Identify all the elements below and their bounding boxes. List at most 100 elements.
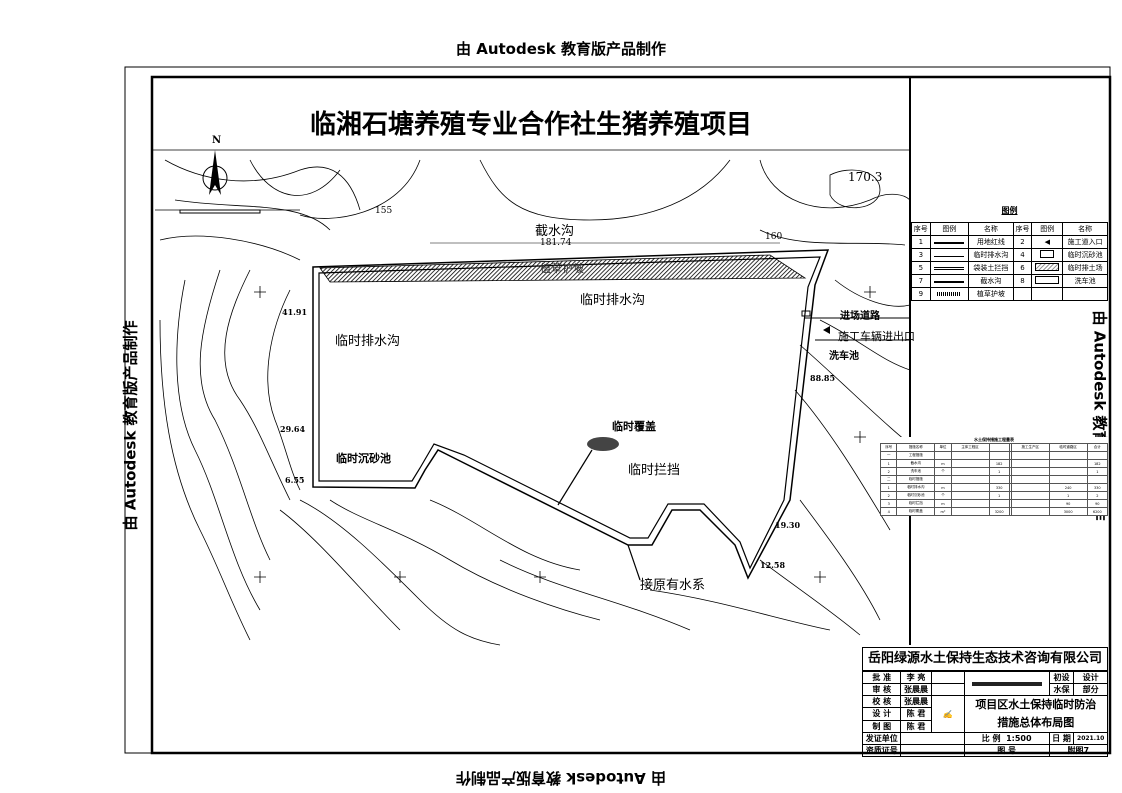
legend-name: 洗车池 bbox=[1062, 274, 1108, 288]
table-cell bbox=[1010, 507, 1050, 516]
table-cell: 3 bbox=[879, 499, 898, 508]
table-cell: 90 bbox=[1048, 499, 1088, 508]
table-cell bbox=[988, 475, 1010, 484]
role: 校 核 bbox=[861, 694, 902, 709]
table-cell bbox=[950, 475, 990, 484]
label-temp-block: 临时拦挡 bbox=[628, 463, 681, 478]
role: 设 计 bbox=[861, 707, 902, 721]
table-cell: 2 bbox=[879, 491, 898, 500]
legend-name: 临时排水沟 bbox=[968, 248, 1014, 262]
table-cell: m bbox=[934, 483, 952, 492]
table-cell bbox=[988, 443, 1010, 452]
role: 制 图 bbox=[861, 719, 902, 734]
drawing-no-value: 附图7 bbox=[1048, 744, 1109, 757]
table-cell: 临时措施 bbox=[896, 475, 936, 484]
table-cell: 临时覆盖 bbox=[896, 507, 936, 516]
legend-num: 3 bbox=[911, 248, 931, 262]
label-len-left-mid: 29.64 bbox=[280, 424, 306, 434]
table-cell: 90 bbox=[1086, 499, 1109, 508]
drain-symbol-icon bbox=[934, 256, 965, 257]
legend-num: 9 bbox=[911, 287, 931, 301]
role: 批 准 bbox=[861, 671, 902, 684]
table-cell bbox=[950, 467, 990, 476]
signature: ✍ bbox=[930, 695, 965, 733]
table-cell: 2 bbox=[1086, 491, 1109, 500]
table-cell: m bbox=[934, 459, 952, 468]
dept: 水保 bbox=[1048, 683, 1075, 696]
legend-name: 截水沟 bbox=[968, 274, 1014, 288]
table-cell bbox=[1086, 475, 1109, 484]
drawing-title-2: 措施总体布局图 bbox=[997, 716, 1075, 729]
legend-num: 5 bbox=[911, 261, 931, 275]
table-cell bbox=[1048, 475, 1088, 484]
red-line-symbol-icon bbox=[934, 242, 965, 244]
label-temp-drain-left: 临时排水沟 bbox=[335, 334, 401, 349]
north-arrow-icon bbox=[202, 150, 228, 195]
table-cell bbox=[1086, 451, 1109, 460]
cert-unit-label: 发证单位 bbox=[861, 732, 902, 745]
date-label: 日 期 bbox=[1048, 732, 1075, 745]
title-block: 岳阳绿源水土保持生态技术咨询有限公司 批 准李 亮初设设计 审 核张晨晨水保部分… bbox=[861, 647, 1109, 757]
table-cell: 240 bbox=[1048, 483, 1088, 492]
stage: 初设 bbox=[1048, 671, 1075, 684]
quantity-table-row: 二临时措施 bbox=[879, 475, 1109, 484]
label-intercept-ditch: 截水沟 bbox=[535, 224, 575, 239]
drawing-no-label: 图 号 bbox=[963, 744, 1050, 757]
table-cell: 临时道路区 bbox=[1048, 443, 1088, 452]
legend-header: 序号 bbox=[1012, 222, 1033, 236]
entrance-symbol-icon: ◀ bbox=[1031, 235, 1064, 249]
table-cell bbox=[950, 507, 990, 516]
person: 李 亮 bbox=[900, 671, 932, 684]
table-cell: 工程措施 bbox=[896, 451, 936, 460]
wash-symbol-icon bbox=[1035, 276, 1060, 284]
quantity-table-header: 序号措施名称单位主体工程区施工生产区临时道路区合计 bbox=[879, 443, 1109, 452]
table-cell: 1 bbox=[988, 491, 1010, 500]
legend-num: 7 bbox=[911, 274, 931, 288]
table-cell bbox=[988, 499, 1010, 508]
label-car-wash: 洗车池 bbox=[829, 351, 859, 362]
table-cell: 洗车池 bbox=[896, 467, 936, 476]
table-cell: m² bbox=[934, 507, 952, 516]
quantity-table: 水土保持措施工程量表 序号措施名称单位主体工程区施工生产区临时道路区合计一工程措… bbox=[879, 437, 1109, 516]
table-cell bbox=[1048, 459, 1088, 468]
date-value: 2021.10 bbox=[1073, 732, 1108, 745]
table-cell: 182 bbox=[988, 459, 1010, 468]
table-cell: 1 bbox=[1048, 491, 1088, 500]
label-len-bottom: 12.58 bbox=[760, 560, 786, 570]
legend-name: 施工道入口 bbox=[1062, 235, 1108, 249]
temp-drainage-ditch bbox=[318, 256, 821, 570]
legend-num: 4 bbox=[1012, 248, 1033, 262]
legend-name: 用地红线 bbox=[968, 235, 1014, 249]
table-cell: 临时排水沟 bbox=[896, 483, 936, 492]
table-cell bbox=[934, 451, 952, 460]
bag-block-symbol-icon bbox=[934, 267, 965, 270]
site-boundary bbox=[312, 249, 830, 580]
quantity-table-row: 一工程措施 bbox=[879, 451, 1109, 460]
label-sediment-pond: 临时沉砂池 bbox=[336, 452, 391, 465]
label-access-road: 进场道路 bbox=[840, 311, 880, 322]
table-cell: 3000 bbox=[1048, 507, 1088, 516]
table-cell bbox=[1010, 475, 1050, 484]
legend-num: 1 bbox=[911, 235, 931, 249]
table-cell bbox=[1010, 467, 1050, 476]
table-cell: 个 bbox=[934, 467, 952, 476]
table-cell: 182 bbox=[1086, 459, 1109, 468]
table-cell bbox=[1010, 491, 1050, 500]
table-cell: 1 bbox=[1086, 467, 1109, 476]
company-name: 岳阳绿源水土保持生态技术咨询有限公司 bbox=[862, 647, 1108, 671]
table-cell: 截水沟 bbox=[896, 459, 936, 468]
table-cell bbox=[950, 459, 990, 468]
label-connect-water: 接原有水系 bbox=[640, 578, 706, 593]
legend-title: 图例 bbox=[1001, 206, 1018, 215]
table-cell: 二 bbox=[879, 475, 898, 484]
table-cell bbox=[950, 491, 990, 500]
drawing-title-1: 项目区水土保持临时防治 bbox=[975, 698, 1097, 711]
label-vehicle-exit: 施工车辆进出口 bbox=[838, 330, 915, 343]
